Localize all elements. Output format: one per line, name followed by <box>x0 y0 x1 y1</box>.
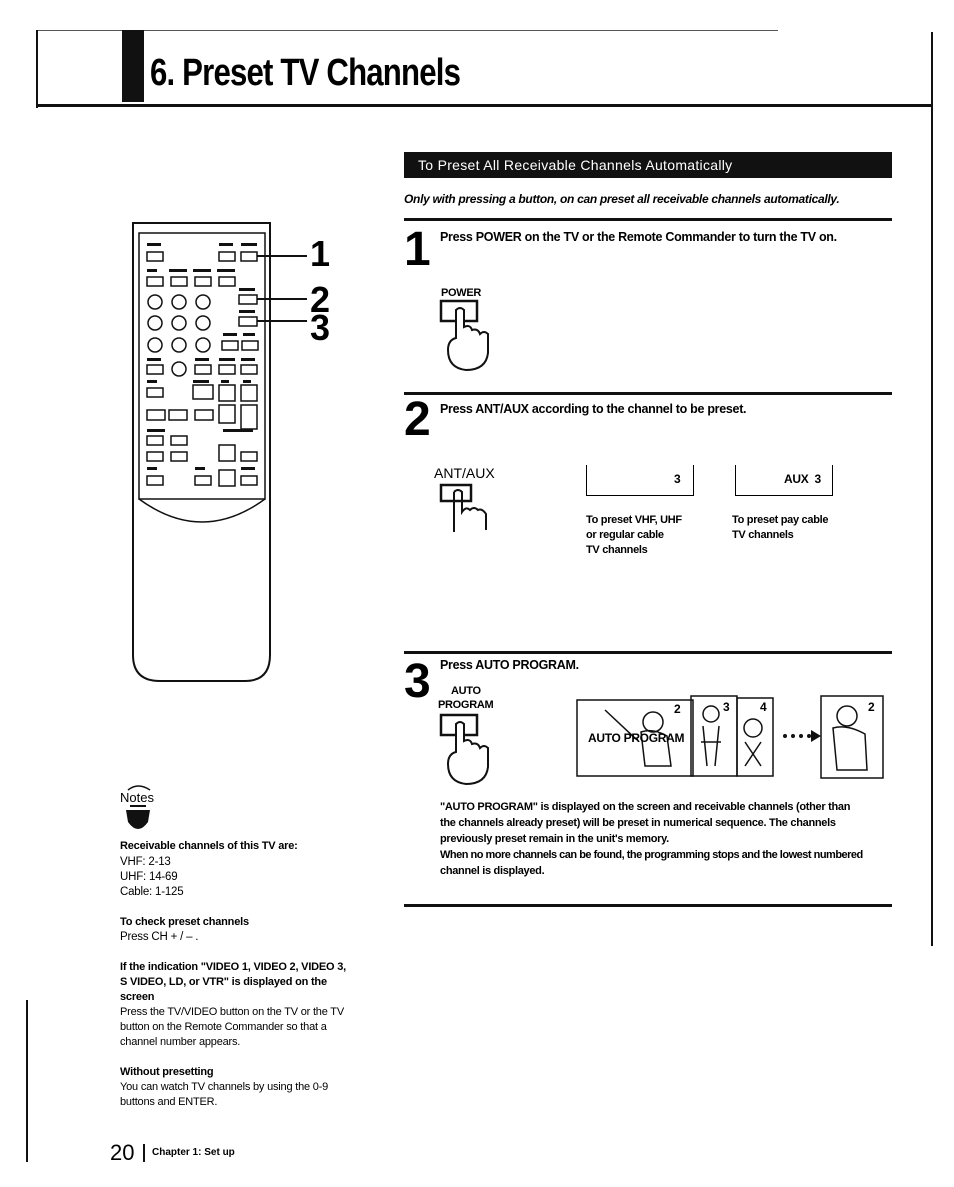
caption-vhf-uhf-line-1: To preset VHF, UHF <box>586 514 682 526</box>
notes-receivable-heading: Receivable channels of this TV are: <box>120 840 298 852</box>
step-3-text: Press AUTO PROGRAM. <box>440 658 579 672</box>
notes-indication-heading-line-3: screen <box>120 991 155 1003</box>
notes-indication-text-line-1: Press the TV/VIDEO button on the TV or t… <box>120 1006 344 1018</box>
remote-callout-3: 3 <box>310 307 331 348</box>
step-3-number: 3 <box>404 655 431 708</box>
lower-left-margin-line <box>26 1000 28 1162</box>
notes-receivable-cable: Cable: 1-125 <box>120 886 184 898</box>
screen-channel-2: 3 <box>723 700 730 714</box>
step-3-rule <box>404 651 892 654</box>
caption-vhf-uhf-line-2: or regular cable <box>586 529 664 541</box>
header-rule <box>36 104 933 107</box>
screen-channel-3: 4 <box>760 700 767 714</box>
caption-aux-line-2: TV channels <box>732 529 794 541</box>
step-1-text: Press POWER on the TV or the Remote Comm… <box>440 230 837 244</box>
step-1-rule <box>404 218 892 221</box>
section-end-rule <box>404 904 892 907</box>
remote-callout-1: 1 <box>310 233 331 274</box>
page-number: 20 <box>110 1140 135 1165</box>
top-border-line <box>36 30 778 31</box>
power-button-label: POWER <box>441 287 482 299</box>
footer-chapter: Chapter 1: Set up <box>152 1147 235 1158</box>
notes-pen-icon <box>126 785 151 829</box>
ant-aux-button-label: ANT/AUX <box>434 465 495 481</box>
screen-channel-1: 2 <box>674 702 681 716</box>
notes-indication-heading-line-1: If the indication "VIDEO 1, VIDEO 2, VID… <box>120 961 347 973</box>
step-3-description-line-2: the channels already preset) will be pre… <box>440 817 836 829</box>
page-title: 6. Preset TV Channels <box>150 52 461 94</box>
caption-vhf-uhf-line-3: TV channels <box>586 544 648 556</box>
auto-program-screens-illustration <box>576 695 884 779</box>
right-border-line <box>931 32 933 946</box>
title-marker-bar <box>122 30 144 102</box>
hand-pressing-ant-aux-icon <box>439 483 487 532</box>
step-3-description-line-3: previously preset remain in the unit's m… <box>440 833 669 845</box>
remote-commander-illustration <box>132 222 307 682</box>
section-intro: Only with pressing a button, on can pres… <box>404 192 840 206</box>
auto-program-button-label-line-2: PROGRAM <box>438 699 494 711</box>
section-banner: To Preset All Receivable Channels Automa… <box>404 152 892 178</box>
auto-program-screen-overlay: AUTO PROGRAM <box>588 731 685 745</box>
step-1-number: 1 <box>404 223 431 276</box>
notes-check-text: Press CH + / – . <box>120 931 199 943</box>
step-2-rule <box>404 392 892 395</box>
notes-indication-heading-line-2: S VIDEO, LD, or VTR" is displayed on the <box>120 976 327 988</box>
step-2-number: 2 <box>404 393 431 446</box>
screen-channel-4: 2 <box>868 700 875 714</box>
step-3-description-line-5: channel is displayed. <box>440 865 545 877</box>
hand-pressing-auto-program-icon <box>439 713 489 786</box>
notes-check-heading: To check preset channels <box>120 916 249 928</box>
tv-display-aux-value: AUX 3 <box>784 472 821 486</box>
notes-label: Notes <box>120 790 154 805</box>
remote-callout-2: 2 <box>310 279 331 320</box>
notes-without-heading: Without presetting <box>120 1066 214 1078</box>
notes-receivable-uhf: UHF: 14-69 <box>120 871 178 883</box>
notes-indication-text-line-3: channel number appears. <box>120 1036 241 1048</box>
hand-pressing-power-icon <box>439 299 489 372</box>
step-2-text: Press ANT/AUX according to the channel t… <box>440 402 747 416</box>
auto-program-button-label-line-1: AUTO <box>451 685 481 697</box>
step-3-description-line-4: When no more channels can be found, the … <box>440 849 863 861</box>
step-3-description-line-1: "AUTO PROGRAM" is displayed on the scree… <box>440 801 851 813</box>
notes-indication-text-line-2: button on the Remote Commander so that a <box>120 1021 327 1033</box>
tv-display-aux <box>735 465 833 496</box>
tv-display-vhf-uhf-value: 3 <box>674 472 681 486</box>
tv-display-vhf-uhf <box>586 465 694 496</box>
caption-aux-line-1: To preset pay cable <box>732 514 829 526</box>
notes-receivable-vhf: VHF: 2-13 <box>120 856 171 868</box>
notes-without-text-line-2: buttons and ENTER. <box>120 1096 218 1108</box>
notes-without-text-line-1: You can watch TV channels by using the 0… <box>120 1081 329 1093</box>
left-border-line <box>36 30 38 108</box>
footer-separator <box>143 1144 145 1162</box>
